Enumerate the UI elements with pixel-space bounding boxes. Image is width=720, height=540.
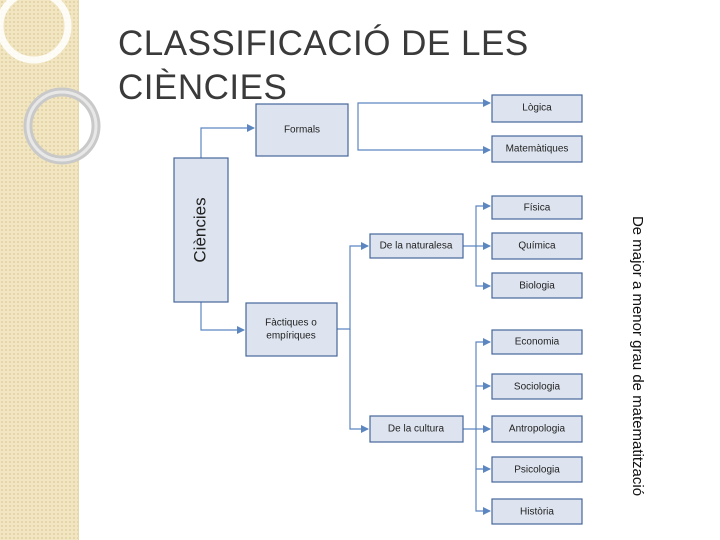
node-formals-label: Formals: [284, 125, 320, 136]
node-naturalesa: De la naturalesa: [369, 233, 464, 259]
node-logica-label: Lògica: [522, 103, 552, 114]
node-matematiques: Matemàtiques: [491, 135, 583, 163]
node-cultura-label: De la cultura: [388, 424, 445, 435]
node-historia-label: Història: [520, 507, 554, 518]
connector-formals-matematiques: [357, 127, 491, 154]
connector-cultura-historia: [475, 469, 491, 515]
node-antropologia: Antropologia: [491, 415, 583, 443]
connector-factiques-cultura: [349, 329, 369, 433]
node-biologia-label: Biologia: [519, 281, 555, 292]
node-cultura: De la cultura: [369, 415, 464, 443]
node-economia: Economia: [491, 329, 583, 355]
node-economia-label: Economia: [515, 337, 560, 348]
node-factiques-label-line-2: empíriques: [266, 331, 315, 342]
node-psicologia-label: Psicologia: [514, 465, 560, 476]
node-ciencies-label: Ciències: [190, 197, 209, 262]
node-factiques: Fàctiques o empíriques: [245, 302, 338, 357]
node-naturalesa-label: De la naturalesa: [380, 241, 453, 252]
connector-cultura-psicologia: [475, 429, 491, 473]
node-biologia: Biologia: [491, 272, 583, 299]
node-ciencies: Ciències: [173, 157, 229, 303]
decorative-rings: [0, 0, 101, 165]
node-fisica-label: Física: [524, 203, 551, 214]
node-fisica: Física: [491, 195, 583, 220]
slide-title: CLASSIFICACIÓ DE LES CIÈNCIES: [118, 24, 529, 102]
node-logica: Lògica: [491, 94, 583, 123]
connector-root-factiques: [200, 302, 245, 334]
connector-naturalesa-fisica: [463, 202, 491, 247]
node-sociologia-label: Sociologia: [514, 382, 561, 393]
node-historia: Història: [491, 498, 583, 525]
connector-formals-logica: [357, 99, 491, 127]
node-factiques-label-line-1: Fàctiques o: [265, 318, 317, 329]
node-psicologia: Psicologia: [491, 456, 583, 483]
connector-root-formals: [200, 124, 255, 158]
connector-factiques-naturalesa: [337, 242, 369, 330]
node-quimica: Química: [491, 232, 583, 260]
node-antropologia-label: Antropologia: [509, 424, 566, 435]
connector-naturalesa-biologia: [475, 246, 491, 290]
node-quimica-label: Química: [518, 241, 556, 252]
diagram-connectors: [200, 99, 491, 515]
side-label-matematitzacio: De major a menor grau de matematització: [629, 216, 646, 496]
node-matematiques-label: Matemàtiques: [506, 144, 569, 155]
node-sociologia: Sociologia: [491, 373, 583, 400]
node-formals: Formals: [255, 103, 349, 157]
